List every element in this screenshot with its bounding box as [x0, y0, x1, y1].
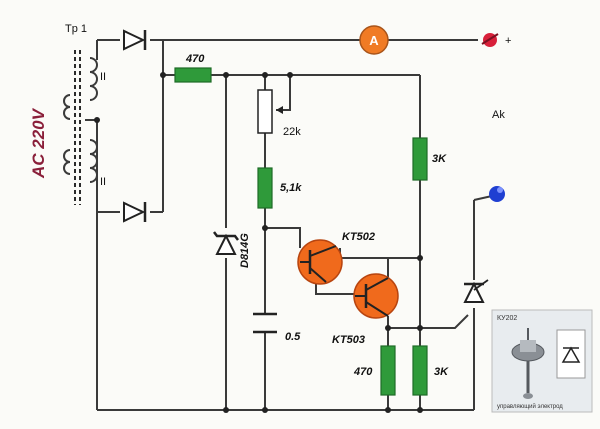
wiring [85, 39, 493, 411]
resistor-3k-top-label: 3K [432, 153, 447, 165]
transistor-kt502: KT502 [297, 231, 375, 285]
winding-bottom-label: II [100, 176, 106, 188]
resistor-470-top-label: 470 [185, 53, 205, 65]
inset-title: КУ202 [497, 315, 517, 322]
mains-voltage-label: AC 220V [29, 107, 48, 179]
ammeter: A [359, 25, 389, 55]
resistor-470-bottom: 470 [353, 345, 396, 396]
potentiometer-22k: 22k [257, 89, 301, 138]
resistor-470-bottom-label: 470 [353, 366, 373, 378]
resistor-5k1: 5,1k [257, 167, 302, 209]
transistor-kt502-label: KT502 [342, 231, 375, 243]
diode-bottom [123, 201, 147, 223]
thyristor [463, 279, 489, 303]
transistor-kt503: KT503 [332, 273, 399, 346]
inset-caption: управляющий электрод [497, 403, 563, 410]
battery-label: Ak [492, 109, 505, 121]
resistor-470-top: 470 [174, 53, 212, 83]
thyristor-photo-inset: КУ202 управляющий электрод [491, 309, 593, 413]
battery-terminal [489, 186, 505, 202]
resistor-3k-top: 3K [412, 137, 447, 181]
resistor-3k-bottom: 3K [412, 345, 449, 396]
potentiometer-label: 22k [283, 126, 301, 138]
winding-top-label: II [100, 71, 106, 83]
capacitor: 0.5 [253, 312, 301, 343]
positive-terminal-label: + [505, 35, 511, 47]
transformer-label: Tp 1 [65, 23, 87, 35]
positive-terminal: + [481, 33, 511, 47]
ammeter-symbol: A [369, 33, 379, 48]
junction-nodes [94, 72, 423, 413]
transformer: Tp 1 II II [63, 23, 106, 205]
transistor-kt503-label: KT503 [332, 334, 365, 346]
capacitor-label: 0.5 [285, 331, 301, 343]
diode-top [123, 29, 147, 51]
zener-label: D814G [239, 233, 251, 268]
zener-diode: D814G [213, 231, 251, 268]
resistor-5k1-label: 5,1k [280, 182, 302, 194]
resistor-3k-bottom-label: 3K [434, 366, 449, 378]
